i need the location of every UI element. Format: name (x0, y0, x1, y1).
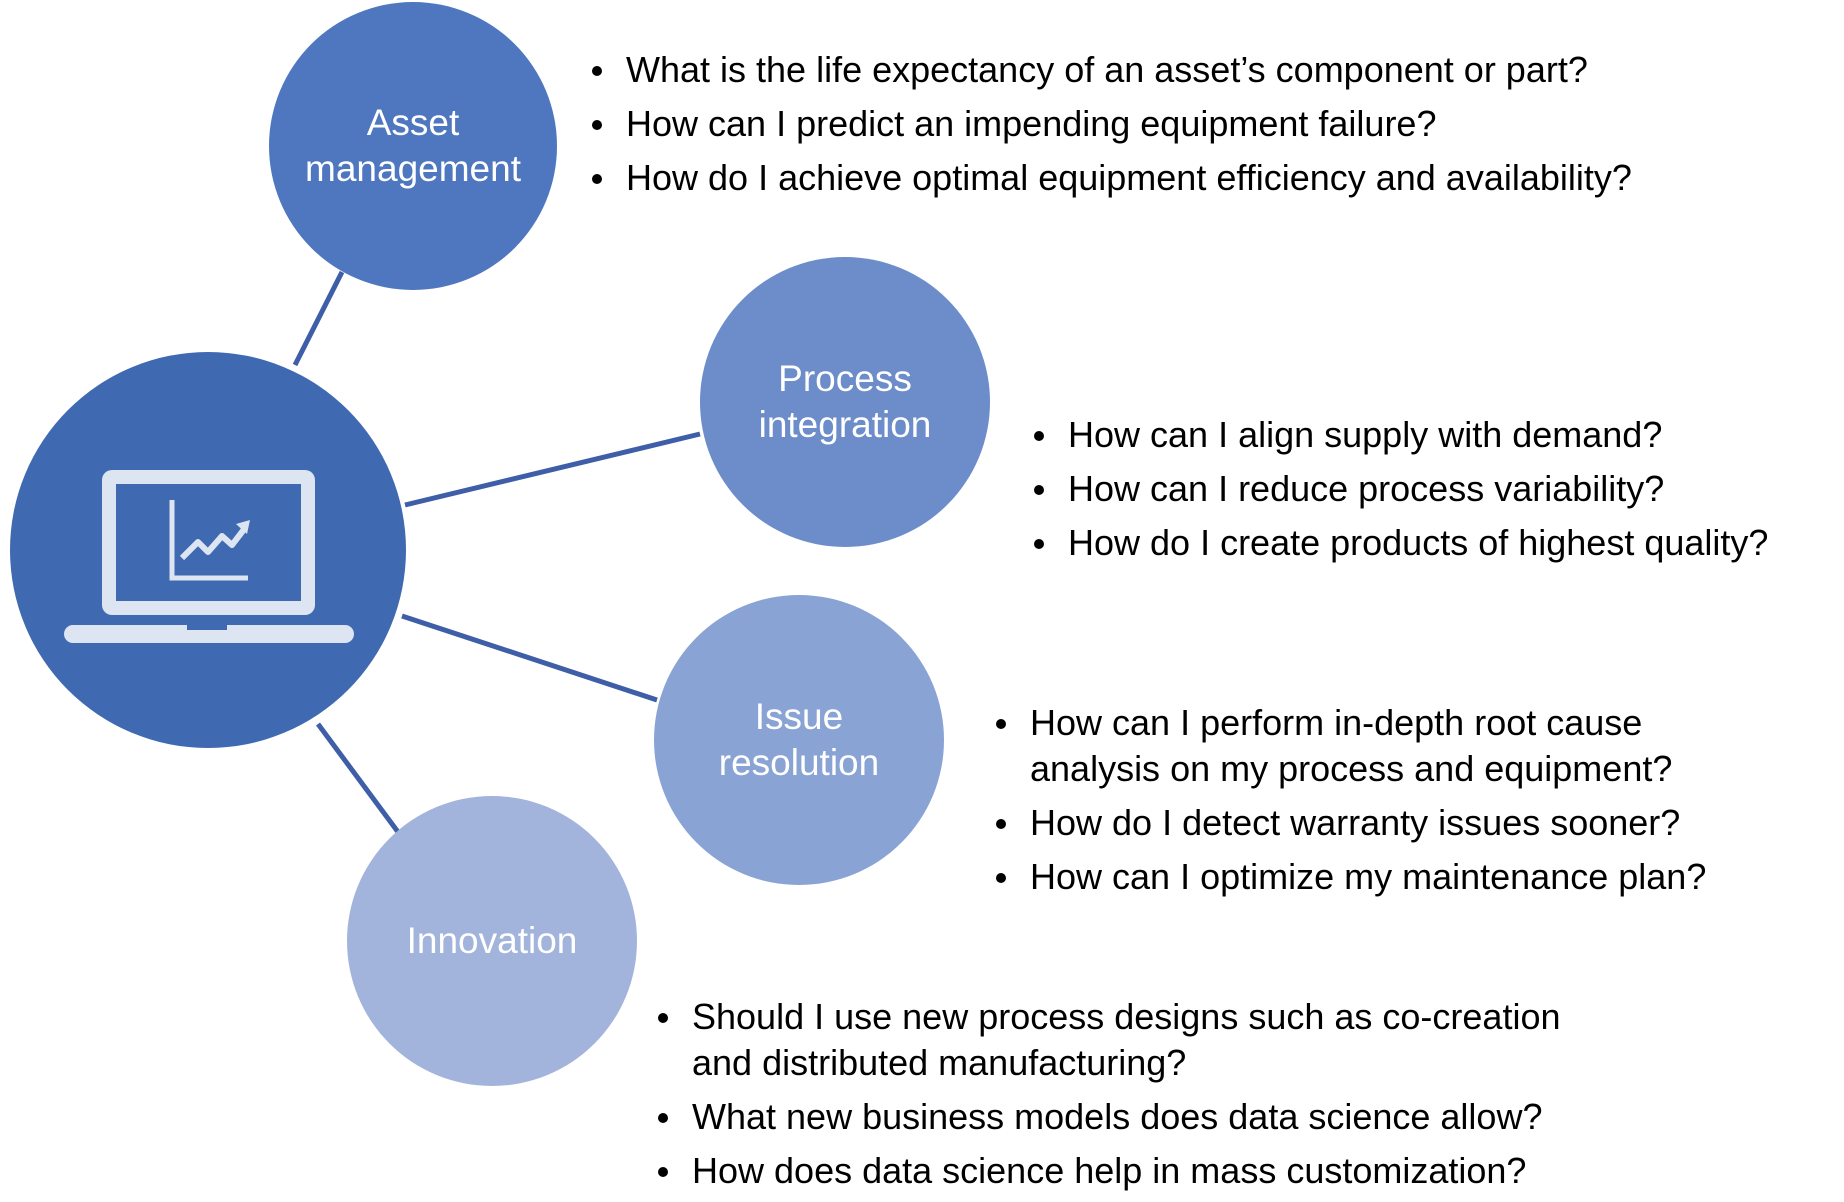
connector-asset (292, 270, 345, 367)
laptop-chart-icon (64, 470, 354, 643)
issue-question: How can I optimize my maintenance plan? (992, 854, 1706, 900)
issue-questions: How can I perform in-depth root cause an… (992, 700, 1706, 908)
node-innovation-circle (347, 796, 637, 1086)
node-asset-circle (269, 2, 557, 290)
node-process-label: Process integration (758, 358, 932, 445)
node-innovation-label: Innovation (406, 920, 578, 961)
process-questions: How can I align supply with demand? How … (1030, 412, 1768, 574)
process-question: How do I create products of highest qual… (1030, 520, 1768, 566)
connector-process (404, 431, 701, 508)
asset-question: How do I achieve optimal equipment effic… (588, 155, 1632, 201)
connector-innovation (315, 722, 401, 834)
process-question: How can I align supply with demand? (1030, 412, 1768, 458)
asset-questions: What is the life expectancy of an asset’… (588, 47, 1632, 209)
node-issue-label: Issue resolution (718, 696, 880, 783)
issue-question: How do I detect warranty issues sooner? (992, 800, 1706, 846)
node-process-circle (700, 257, 990, 547)
connector-issue (401, 613, 658, 703)
asset-question: How can I predict an impending equipment… (588, 101, 1632, 147)
innovation-question: What new business models does data scien… (654, 1094, 1560, 1140)
innovation-questions: Should I use new process designs such as… (654, 994, 1560, 1202)
node-issue-circle (654, 595, 944, 885)
issue-question: How can I perform in-depth root cause an… (992, 700, 1706, 792)
asset-question: What is the life expectancy of an asset’… (588, 47, 1632, 93)
node-asset-label: Asset management (305, 102, 521, 189)
innovation-question: Should I use new process designs such as… (654, 994, 1560, 1086)
innovation-question: How does data science help in mass custo… (654, 1148, 1560, 1194)
process-question: How can I reduce process variability? (1030, 466, 1768, 512)
